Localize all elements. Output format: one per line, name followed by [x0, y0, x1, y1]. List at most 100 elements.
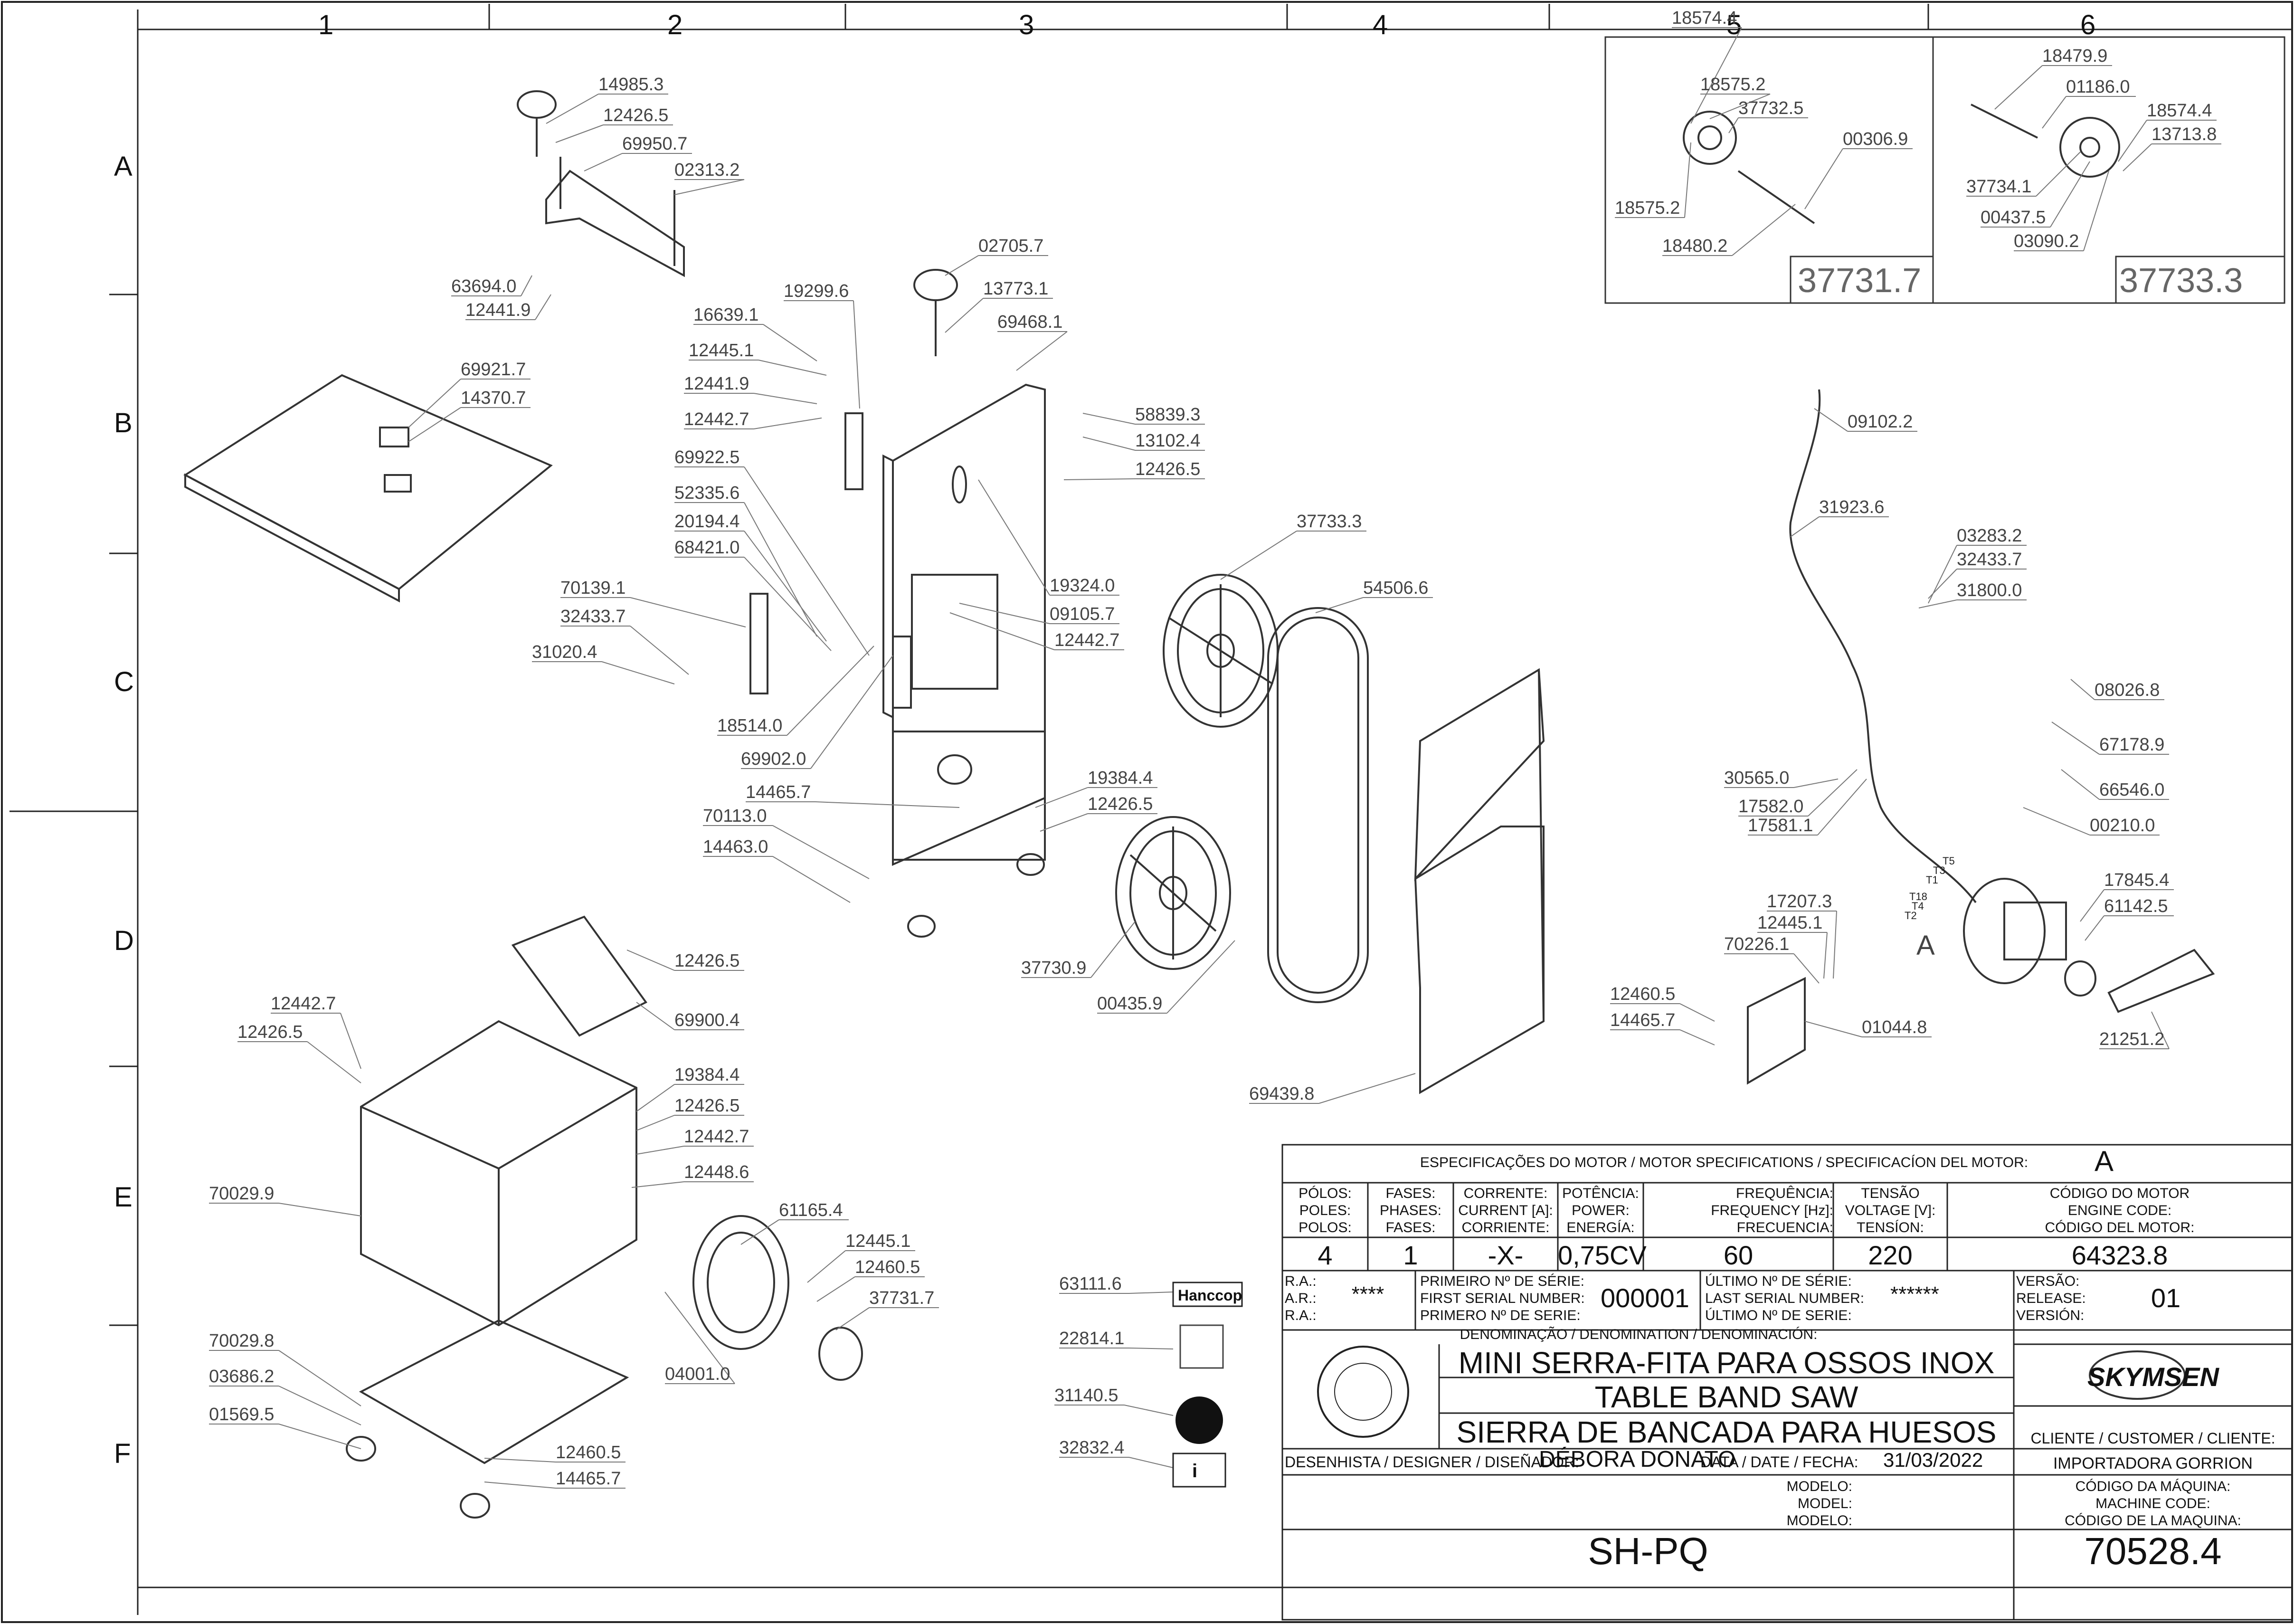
part-label: 61165.4	[779, 1200, 843, 1220]
part-label: 01186.0	[2066, 77, 2130, 97]
part-label: 68421.0	[674, 538, 739, 558]
product-name-en: TABLE BAND SAW	[1594, 1380, 1858, 1414]
part-label: 69950.7	[622, 134, 687, 154]
grid-row-C: C	[114, 666, 134, 697]
assembly-label-37731: 37731.7	[1798, 262, 1921, 300]
date-value: 31/03/2022	[1883, 1449, 1983, 1471]
wire-label: T2	[1905, 910, 1917, 921]
part-label: 18575.2	[1615, 198, 1680, 218]
svg-text:SKYMSEN: SKYMSEN	[2087, 1362, 2219, 1392]
grid-row-D: D	[114, 925, 134, 956]
current-label: CORRENTE: CURRENT [A]: CORRIENTE:	[1458, 1186, 1553, 1235]
part-label: 63694.0	[451, 276, 516, 296]
part-label: 19299.6	[784, 281, 849, 301]
part-label: 12445.1	[1757, 913, 1822, 933]
part-label: 12426.5	[237, 1022, 303, 1042]
wire-label: T1	[1926, 874, 1938, 886]
grid-row-E: E	[114, 1182, 133, 1213]
part-label: 22814.1	[1059, 1329, 1124, 1349]
part-label: 12460.5	[556, 1443, 621, 1463]
grid-col-1: 1	[318, 9, 333, 40]
authorized-service-seal	[1317, 1346, 1409, 1438]
part-number-labels: 14985.312426.569950.702313.263694.012441…	[209, 8, 2217, 1489]
part-label: 14465.7	[1610, 1010, 1675, 1030]
part-label: 14370.7	[461, 388, 526, 408]
part-label: 12460.5	[1610, 984, 1675, 1004]
part-label: 12426.5	[1135, 459, 1200, 479]
product-name-pt: MINI SERRA-FITA PARA OSSOS INOX	[1458, 1346, 1995, 1380]
part-label: 69922.5	[674, 447, 739, 467]
part-label: 12445.1	[845, 1231, 910, 1251]
model-value: SH-PQ	[1588, 1530, 1708, 1572]
part-label: 02705.7	[978, 236, 1043, 256]
motor-spec-ref: A	[2094, 1145, 2114, 1177]
part-label: 31800.0	[1957, 580, 2022, 600]
part-label: 12442.7	[684, 1127, 749, 1147]
ra-label: R.A.: A.R.: R.A.:	[1285, 1273, 1317, 1323]
part-label: 37730.9	[1021, 958, 1086, 978]
wire-label: T5	[1943, 855, 1955, 867]
part-label: 01044.8	[1862, 1017, 1927, 1037]
part-label: 70226.1	[1724, 934, 1789, 954]
part-label: 09105.7	[1050, 604, 1115, 624]
frequency-value: 60	[1723, 1240, 1754, 1270]
current-value: -X-	[1488, 1240, 1524, 1270]
motor-code-label: CÓDIGO DO MOTOR ENGINE CODE: CÓDIGO DEL …	[2045, 1186, 2195, 1235]
grid-col-2: 2	[667, 9, 683, 40]
part-label: 69921.7	[461, 360, 526, 380]
part-label: 31923.6	[1819, 497, 1884, 517]
part-label: 19324.0	[1050, 576, 1115, 596]
part-label: 12426.5	[603, 105, 668, 125]
part-label: 58839.3	[1135, 405, 1200, 425]
leader-lines	[109, 4, 2221, 1489]
part-label: 32433.7	[560, 607, 626, 627]
part-label: 14465.7	[746, 782, 811, 802]
phases-label: FASES: PHASES: FASES:	[1379, 1186, 1442, 1235]
designer-value: DÉBORA DONATO	[1539, 1447, 1736, 1472]
denomination-label: DENOMINAÇÃO / DENOMINATION / DENOMINACIÓ…	[1460, 1327, 1818, 1342]
first-serial-value: 000001	[1601, 1283, 1689, 1313]
part-label: 32832.4	[1059, 1438, 1124, 1458]
part-label: 18574.4	[2147, 101, 2212, 121]
part-label: 12426.5	[674, 1096, 739, 1116]
part-label: 03686.2	[209, 1367, 274, 1387]
part-label: 08026.8	[2095, 680, 2160, 700]
part-label: 02313.2	[674, 160, 739, 180]
poles-label: PÓLOS: POLES: POLOS:	[1299, 1186, 1352, 1235]
warning-sticker-icon	[1179, 1324, 1224, 1369]
manual-icon	[1172, 1453, 1226, 1488]
machine-code-label: CÓDIGO DA MÁQUINA: MACHINE CODE: CÓDIGO …	[2065, 1479, 2241, 1529]
part-label: 00306.9	[1843, 129, 1908, 149]
part-label: 12460.5	[855, 1257, 920, 1277]
client-value: IMPORTADORA GORRION	[2053, 1454, 2253, 1472]
part-label: 70029.8	[209, 1331, 274, 1351]
phases-value: 1	[1403, 1240, 1418, 1270]
version-label: VERSÃO: RELEASE: VERSIÓN:	[2016, 1273, 2086, 1323]
part-label: 13713.8	[2152, 124, 2217, 144]
motor-spec-header: ESPECIFICAÇÕES DO MOTOR / MOTOR SPECIFIC…	[1420, 1155, 2029, 1170]
part-label: 18480.2	[1662, 236, 1727, 256]
part-label: 52335.6	[674, 483, 739, 503]
skymsen-logo: SKYMSEN	[2087, 1350, 2219, 1400]
part-label: 18479.9	[2042, 46, 2107, 66]
part-label: 37733.3	[1297, 512, 1362, 532]
part-label: 69900.4	[674, 1010, 739, 1030]
part-label: 12441.9	[465, 300, 531, 320]
part-label: 12426.5	[674, 951, 739, 971]
part-label: 12441.9	[684, 374, 749, 394]
hanccop-label-plate	[1172, 1282, 1243, 1307]
product-name-es: SIERRA DE BANCADA PARA HUESOS	[1456, 1415, 1997, 1449]
title-block-frame	[1281, 1144, 2293, 1621]
part-label: 21251.2	[2099, 1029, 2164, 1049]
part-label: 17582.0	[1738, 797, 1803, 817]
part-label: 12442.7	[271, 994, 336, 1014]
emergency-button-icon	[1175, 1396, 1223, 1444]
part-label: 18574.4	[1672, 8, 1737, 28]
grid-row-A: A	[114, 151, 133, 182]
wire-label: T4	[1912, 900, 1924, 912]
grid-col-4: 4	[1373, 9, 1388, 40]
grid-col-6: 6	[2080, 9, 2095, 40]
manual-i-icon: i	[1192, 1461, 1197, 1482]
part-label: 00437.5	[1981, 208, 2046, 228]
